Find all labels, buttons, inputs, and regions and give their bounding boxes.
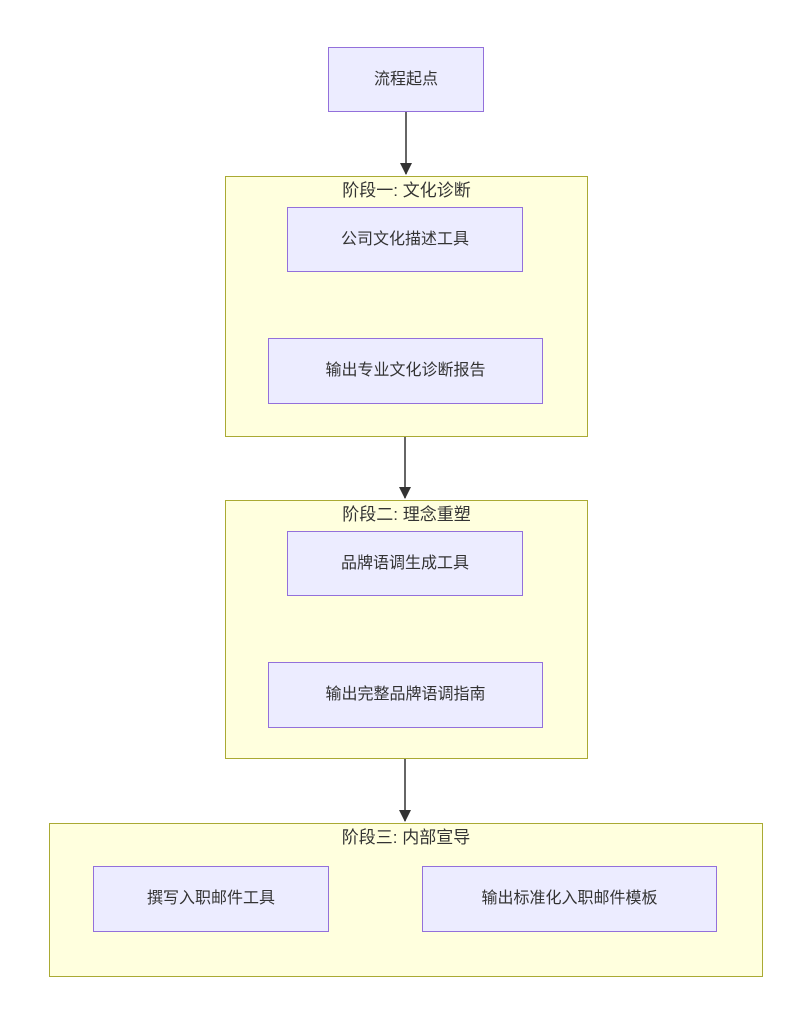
phase-2-title: 阶段二: 理念重塑 [342, 505, 471, 524]
phase-1-title: 阶段一: 文化诊断 [342, 181, 471, 200]
node-brand-tone-guide: 输出完整品牌语调指南 [268, 662, 543, 728]
node-onboarding-email-template: 输出标准化入职邮件模板 [422, 866, 717, 932]
phase-3-title: 阶段三: 内部宣导 [341, 828, 471, 847]
node-company-culture-tool: 公司文化描述工具 [287, 207, 523, 272]
node-onboarding-email-tool: 撰写入职邮件工具 [93, 866, 329, 932]
start-node: 流程起点 [328, 47, 484, 112]
node-brand-tone-tool: 品牌语调生成工具 [287, 531, 523, 596]
node-culture-diagnosis-report: 输出专业文化诊断报告 [268, 338, 543, 404]
